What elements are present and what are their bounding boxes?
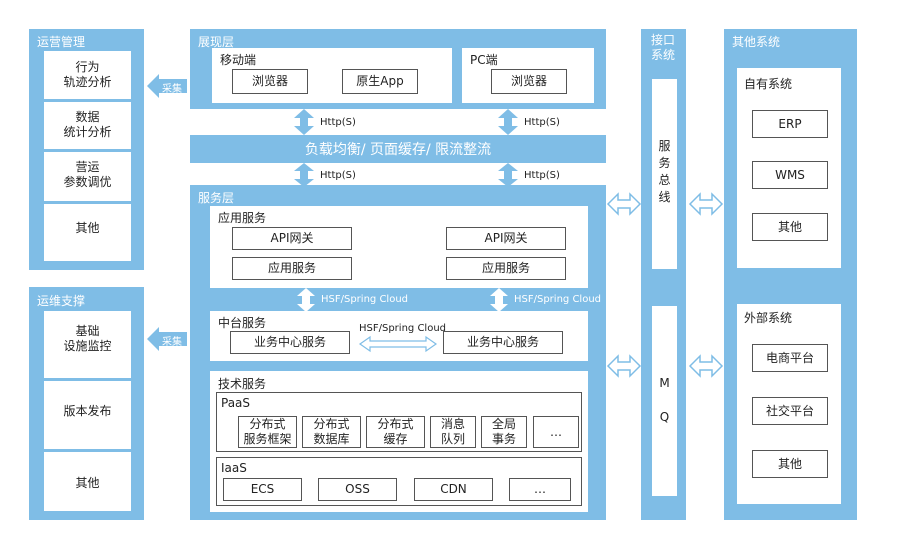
paas-distributed-database[interactable]: 分布式 数据库 [302,416,361,448]
collect-arrow-bottom [147,327,187,351]
ops-item-behavior[interactable]: 行为 轨迹分析 [50,55,125,95]
maint-item-release[interactable]: 版本发布 [50,390,125,432]
app-service-left[interactable]: 应用服务 [232,257,352,280]
http-arrow-1 [294,109,314,135]
own-wms-box[interactable]: WMS [752,161,828,189]
ops-sep-1 [43,99,132,102]
mobile-native-app-box[interactable]: 原生App [342,69,418,94]
hsf-label-right: HSF/Spring Cloud [514,294,602,305]
bus-arrow-right [688,192,724,216]
hsf-label-left: HSF/Spring Cloud [321,294,409,305]
service-title: 服务层 [198,191,235,205]
ops-sep-2 [43,149,132,152]
http-arrow-4 [498,163,518,187]
app-service-right[interactable]: 应用服务 [446,257,566,280]
maint-title: 运维支撑 [37,294,86,308]
interface-title: 接口 系统 [651,33,676,62]
api-gateway-left[interactable]: API网关 [232,227,352,250]
maint-item-monitor[interactable]: 基础 设施监控 [50,318,125,360]
external-systems-title: 外部系统 [744,311,793,325]
paas-distributed-cache[interactable]: 分布式 缓存 [366,416,425,448]
own-other-box[interactable]: 其他 [752,213,828,241]
maint-item-other[interactable]: 其他 [50,462,125,504]
paas-more[interactable]: … [533,416,579,448]
ops-item-tuning[interactable]: 营运 参数调优 [50,155,125,195]
http-label-2: Http(S) [524,117,560,128]
iaas-oss[interactable]: OSS [318,478,397,501]
hsf-label-middle: HSF/Spring Cloud [359,323,447,334]
hsf-arrow-middle [358,335,438,353]
iaas-title: IaaS [221,461,247,475]
http-label-4: Http(S) [524,170,560,181]
http-arrow-2 [498,109,518,135]
business-center-right[interactable]: 业务中心服务 [443,331,563,354]
iaas-more[interactable]: … [509,478,571,501]
service-bus-label: 服 务 总 线 [658,139,671,204]
http-label-3: Http(S) [320,170,356,181]
ext-other-box[interactable]: 其他 [752,450,828,478]
mq-panel [652,306,677,496]
load-balance-banner: 负载均衡/ 页面缓存/ 限流整流 [190,135,606,163]
hsf-arrow-left [297,288,315,312]
api-gateway-right[interactable]: API网关 [446,227,566,250]
middle-service-title: 中台服务 [218,316,267,330]
app-service-title: 应用服务 [218,211,267,225]
mobile-title: 移动端 [220,53,257,67]
mobile-browser-box[interactable]: 浏览器 [232,69,308,94]
other-systems-title: 其他系统 [732,35,781,49]
paas-message-queue[interactable]: 消息 队列 [430,416,476,448]
ops-title: 运营管理 [37,35,86,49]
bus-arrow-left [606,192,642,216]
pc-browser-box[interactable]: 浏览器 [491,69,567,94]
ops-sep-3 [43,201,132,204]
paas-distributed-framework[interactable]: 分布式 服务框架 [238,416,297,448]
presentation-title: 展现层 [198,35,235,49]
maint-sep-2 [43,449,132,452]
service-bus-panel [652,79,677,269]
own-erp-box[interactable]: ERP [752,110,828,138]
collect-label-bottom: 采集 [162,337,182,348]
own-systems-title: 自有系统 [744,77,793,91]
mq-arrow-left [606,354,642,378]
collect-arrow-top [147,74,187,98]
hsf-arrow-right [490,288,508,312]
maint-sep-1 [43,378,132,381]
ext-social-box[interactable]: 社交平台 [752,397,828,425]
tech-service-title: 技术服务 [218,377,267,391]
pc-title: PC端 [470,53,498,67]
http-label-1: Http(S) [320,117,356,128]
mq-arrow-right [688,354,724,378]
paas-global-transaction[interactable]: 全局 事务 [481,416,527,448]
iaas-cdn[interactable]: CDN [414,478,493,501]
mq-label: M Q [659,376,670,424]
ops-item-stats[interactable]: 数据 统计分析 [50,105,125,145]
ops-item-other[interactable]: 其他 [50,208,125,248]
paas-title: PaaS [221,396,251,410]
business-center-left[interactable]: 业务中心服务 [230,331,350,354]
http-arrow-3 [294,163,314,187]
collect-label-top: 采集 [162,84,182,95]
ext-ecommerce-box[interactable]: 电商平台 [752,344,828,372]
iaas-ecs[interactable]: ECS [223,478,302,501]
